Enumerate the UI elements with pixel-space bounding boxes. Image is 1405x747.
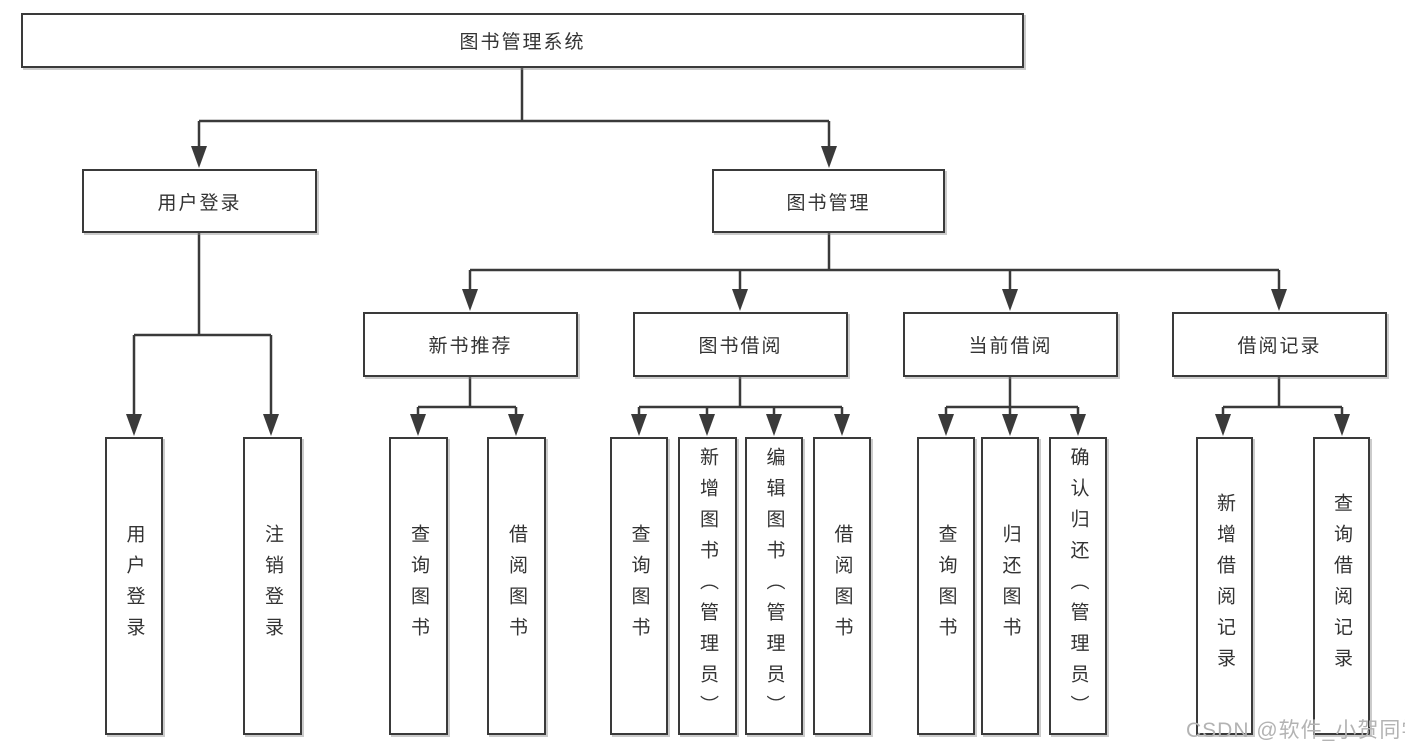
node-user-login-branch: 用户登录 (82, 169, 317, 233)
node-current-borrowing: 当前借阅 (903, 312, 1118, 377)
leaf-query-book-recommend: 查询图书 (389, 437, 448, 735)
leaf-query-book-recommend-label: 查询图书 (408, 524, 429, 648)
leaf-query-book-borrowing-label: 查询图书 (628, 524, 650, 648)
leaf-user-login-label: 用户登录 (123, 524, 145, 648)
node-new-book-recommend-label: 新书推荐 (428, 336, 513, 357)
leaf-confirm-return-admin: 确认归还（管理员） (1049, 437, 1107, 735)
leaf-add-borrow-record: 新增借阅记录 (1196, 437, 1253, 735)
leaf-edit-book-admin: 编辑图书（管理员） (745, 437, 803, 735)
leaf-logout: 注销登录 (243, 437, 302, 735)
node-book-management-label: 图书管理 (786, 192, 871, 214)
watermark: CSDN @软件_小贺同学 (1186, 719, 1405, 742)
leaf-add-borrow-record-label: 新增借阅记录 (1214, 493, 1235, 679)
node-library-system-label: 图书管理系统 (459, 32, 586, 53)
leaf-query-book-current-label: 查询图书 (935, 524, 957, 648)
node-current-borrowing-label: 当前借阅 (968, 336, 1053, 357)
node-library-system: 图书管理系统 (21, 13, 1024, 68)
node-book-management: 图书管理 (712, 169, 945, 233)
leaf-borrow-book-recommend: 借阅图书 (487, 437, 546, 735)
leaf-borrow-book: 借阅图书 (813, 437, 871, 735)
leaf-user-login: 用户登录 (105, 437, 163, 735)
leaf-return-book: 归还图书 (981, 437, 1039, 735)
leaf-borrow-book-label: 借阅图书 (831, 524, 853, 648)
leaf-confirm-return-admin-label: 确认归还（管理员） (1067, 446, 1089, 726)
leaf-logout-label: 注销登录 (262, 524, 283, 648)
node-borrow-records: 借阅记录 (1172, 312, 1387, 377)
node-user-login-branch-label: 用户登录 (157, 192, 242, 214)
node-book-borrowing-label: 图书借阅 (698, 336, 783, 357)
node-new-book-recommend: 新书推荐 (363, 312, 578, 377)
leaf-query-book-borrowing: 查询图书 (610, 437, 668, 735)
leaf-query-book-current: 查询图书 (917, 437, 975, 735)
node-borrow-records-label: 借阅记录 (1237, 336, 1322, 357)
leaf-add-book-admin-label: 新增图书（管理员） (697, 446, 718, 726)
leaf-query-borrow-record-label: 查询借阅记录 (1331, 493, 1352, 679)
leaf-return-book-label: 归还图书 (999, 524, 1021, 648)
leaf-query-borrow-record: 查询借阅记录 (1313, 437, 1370, 735)
leaf-borrow-book-recommend-label: 借阅图书 (506, 524, 527, 648)
node-book-borrowing: 图书借阅 (633, 312, 848, 377)
leaf-add-book-admin: 新增图书（管理员） (678, 437, 737, 735)
leaf-edit-book-admin-label: 编辑图书（管理员） (763, 446, 785, 726)
